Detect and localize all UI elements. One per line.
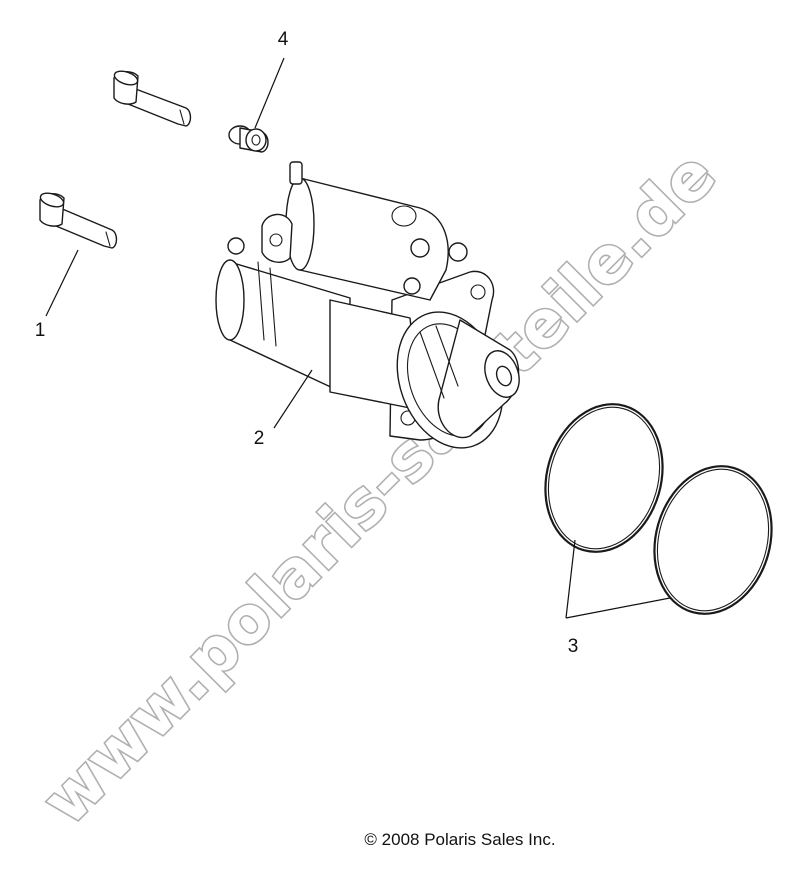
- starter-motor-item-2: [215, 161, 520, 449]
- callout-2: 2: [254, 428, 265, 449]
- leader-lines: [45, 57, 671, 619]
- callout-4: 4: [278, 29, 289, 50]
- o-rings-item-3: [544, 403, 773, 615]
- bolt-upper: [113, 70, 192, 127]
- bolt-item-1: [39, 192, 118, 249]
- copyright-text: © 2008 Polaris Sales Inc.: [364, 830, 555, 849]
- bushing-item-4: [228, 125, 269, 153]
- callout-1: 1: [35, 320, 46, 341]
- callout-3: 3: [568, 636, 579, 657]
